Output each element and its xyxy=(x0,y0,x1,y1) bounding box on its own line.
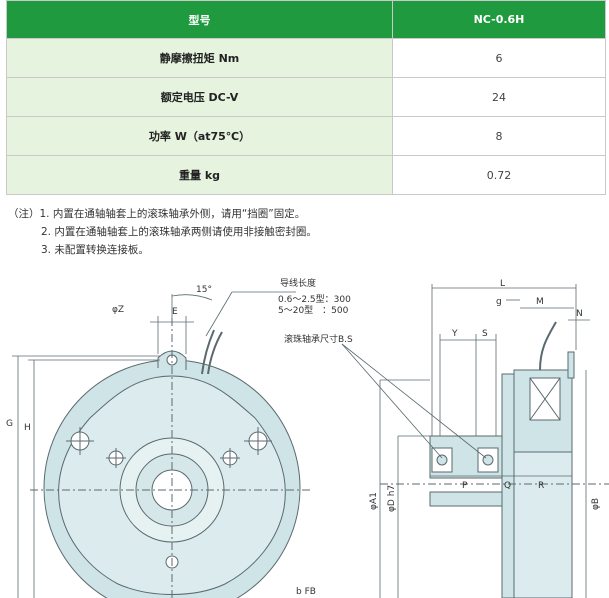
side-bearing-right xyxy=(477,447,499,473)
label-g: G xyxy=(6,419,13,429)
label-p: P xyxy=(462,481,468,491)
front-lead-wire xyxy=(201,329,215,375)
row-value: 6 xyxy=(392,38,606,78)
note-line-2: 2. 内置在通轴轴套上的滚珠轴承两侧请使用非接触密封圈。 xyxy=(8,223,317,241)
label-lead-title: 导线长度 xyxy=(280,278,316,289)
label-lead-1: 0.6～2.5型：300 xyxy=(278,294,351,305)
note-line-3: 3. 未配置转换连接板。 xyxy=(8,241,317,259)
label-g-small: g xyxy=(496,297,502,307)
label-bfb: b FB xyxy=(296,587,316,597)
side-view xyxy=(380,321,609,598)
front-hole-mid-right xyxy=(220,448,240,468)
header-model: NC-0.6H xyxy=(392,0,606,39)
label-dia-z: φZ xyxy=(112,305,124,315)
row-label: 静摩擦扭矩 Nm xyxy=(6,38,393,78)
label-q: Q xyxy=(504,481,511,491)
note-item: 1. 内置在通轴轴套上的滚珠轴承外侧，请用“挡圈”固定。 xyxy=(39,208,306,220)
front-hole-left xyxy=(66,427,94,455)
label-bearing: 滚珠轴承尺寸B.S xyxy=(284,333,353,345)
note-prefix: （注） xyxy=(8,208,40,220)
label-b: φB xyxy=(591,498,601,510)
row-label: 功率 W（at75℃） xyxy=(6,116,393,156)
header-label: 型号 xyxy=(6,0,393,39)
spec-row-voltage: 额定电压 DC-V 24 xyxy=(6,77,606,117)
label-h: H xyxy=(24,423,31,433)
spec-row-weight: 重量 kg 0.72 xyxy=(6,155,606,195)
front-view xyxy=(30,318,310,598)
side-body-lower xyxy=(513,451,573,598)
note-item: 2. 内置在通轴轴套上的滚珠轴承两侧请使用非接触密封圈。 xyxy=(41,226,317,238)
front-dimensions xyxy=(12,291,296,598)
front-lead-wire-2 xyxy=(207,331,223,375)
label-s: S xyxy=(482,329,488,339)
front-hole-mid-left xyxy=(106,448,126,468)
spec-header-row: 型号 NC-0.6H xyxy=(6,0,606,39)
label-l: L xyxy=(500,279,505,289)
notes-block: （注）1. 内置在通轴轴套上的滚珠轴承外侧，请用“挡圈”固定。 2. 内置在通轴… xyxy=(8,205,317,259)
label-n: N xyxy=(576,309,583,319)
side-labels: 滚珠轴承尺寸B.S L g M N Y S P Q R φA1 φD h7 φB xyxy=(284,279,601,512)
label-angle: 15° xyxy=(196,285,212,295)
side-hub-lower xyxy=(429,491,503,507)
note-line-1: （注）1. 内置在通轴轴套上的滚珠轴承外侧，请用“挡圈”固定。 xyxy=(8,205,317,223)
side-bearing-left xyxy=(431,447,453,473)
label-dh7: φD h7 xyxy=(387,485,397,512)
spec-row-torque: 静摩擦扭矩 Nm 6 xyxy=(6,38,606,78)
front-hole-right xyxy=(244,427,272,455)
side-terminal xyxy=(567,351,575,379)
technical-drawing: 15° φZ E 导线长度 0.6～2.5型：300 5～20型 ：500 G … xyxy=(6,278,609,598)
row-value: 0.72 xyxy=(392,155,606,195)
label-lead-2: 5～20型 ：500 xyxy=(278,305,349,316)
row-value: 24 xyxy=(392,77,606,117)
label-y: Y xyxy=(451,329,458,339)
row-label: 重量 kg xyxy=(6,155,393,195)
row-label: 额定电压 DC-V xyxy=(6,77,393,117)
side-dimensions xyxy=(341,284,590,598)
label-r: R xyxy=(538,481,544,491)
row-value: 8 xyxy=(392,116,606,156)
side-lead-wire xyxy=(539,321,557,371)
note-item: 3. 未配置转换连接板。 xyxy=(41,244,149,256)
label-e: E xyxy=(172,307,178,317)
label-m: M xyxy=(536,297,544,307)
spec-row-power: 功率 W（at75℃） 8 xyxy=(6,116,606,156)
spec-table: 型号 NC-0.6H 静摩擦扭矩 Nm 6 额定电压 DC-V 24 功率 W（… xyxy=(6,0,606,195)
front-labels: 15° φZ E 导线长度 0.6～2.5型：300 5～20型 ：500 G … xyxy=(6,278,351,597)
label-a1: φA1 xyxy=(369,492,379,510)
